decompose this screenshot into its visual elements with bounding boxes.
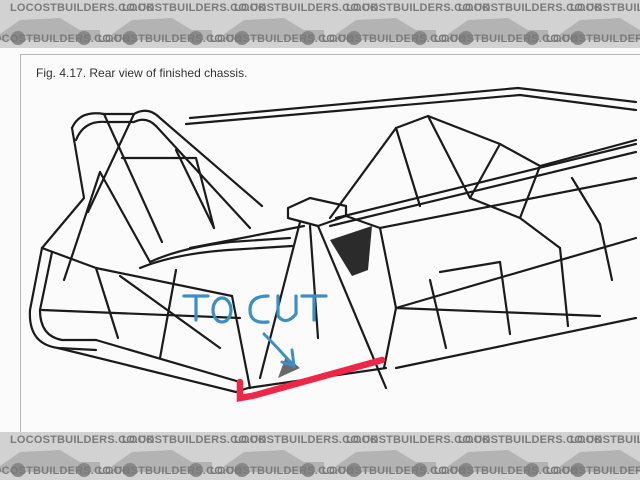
rear-hoop	[40, 109, 294, 282]
chassis-drawing	[28, 86, 638, 394]
to-cut-label	[182, 294, 328, 324]
watermark-text: LOCOSTBUILDERS.CO.UK	[546, 33, 640, 45]
watermark-text: LOCOSTBUILDERS.CO.UK	[234, 434, 379, 446]
watermark-text: LOCOSTBUILDERS.CO.UK	[346, 434, 491, 446]
center-block	[188, 196, 388, 390]
figure-caption: Fig. 4.17. Rear view of finished chassis…	[36, 66, 248, 80]
cut-marker-line	[236, 356, 386, 402]
watermark-text: LOCOSTBUILDERS.CO.UK	[10, 2, 155, 14]
watermark-text: LOCOSTBUILDERS.CO.UK	[0, 33, 131, 45]
watermark-text: LOCOSTBUILDERS.CO.UK	[458, 434, 603, 446]
watermark-text: LOCOSTBUILDERS.CO.UK	[98, 33, 243, 45]
floor-frame	[28, 176, 638, 390]
watermark-text: LOCOSTBUILDERS.CO.UK	[322, 33, 467, 45]
watermark-text: LOCOSTBUILDERS.CO.UK	[122, 2, 267, 14]
watermark-text: LOCOSTBUILDERS.CO.UK	[434, 465, 579, 477]
watermark-text: LOCOSTBUILDERS.CO.UK	[346, 2, 491, 14]
watermark-text: LOCOSTBUILDERS.CO.UK	[434, 33, 579, 45]
watermark-text: LOCOSTBUILDERS.CO.UK	[10, 434, 155, 446]
watermark-banner-top: LOCOSTBUILDERS.CO.UKLOCOSTBUILDERS.CO.UK…	[0, 0, 640, 48]
watermark-text: LOCOSTBUILDERS.CO.UK	[122, 434, 267, 446]
watermark-text: LOCOSTBUILDERS.CO.UK	[570, 2, 640, 14]
arrow-down-icon	[262, 332, 296, 369]
cut-annotation	[182, 294, 386, 402]
watermark-text: LOCOSTBUILDERS.CO.UK	[570, 434, 640, 446]
watermark-text: LOCOSTBUILDERS.CO.UK	[458, 2, 603, 14]
watermark-text: LOCOSTBUILDERS.CO.UK	[234, 2, 379, 14]
watermark-text: LOCOSTBUILDERS.CO.UK	[210, 33, 355, 45]
car-silhouette-pattern	[0, 18, 640, 45]
shaded-panels	[278, 226, 372, 378]
watermark-text: LOCOSTBUILDERS.CO.UK	[0, 465, 131, 477]
top-rails	[184, 86, 638, 228]
upper-frame	[328, 114, 638, 226]
watermark-text: LOCOSTBUILDERS.CO.UK	[546, 465, 640, 477]
car-silhouette-pattern	[0, 450, 640, 477]
watermark-banner-bottom: LOCOSTBUILDERS.CO.UKLOCOSTBUILDERS.CO.UK…	[0, 432, 640, 480]
figure-frame	[20, 54, 640, 435]
watermark-text: LOCOSTBUILDERS.CO.UK	[322, 465, 467, 477]
watermark-text: LOCOSTBUILDERS.CO.UK	[98, 465, 243, 477]
watermark-text: LOCOSTBUILDERS.CO.UK	[210, 465, 355, 477]
